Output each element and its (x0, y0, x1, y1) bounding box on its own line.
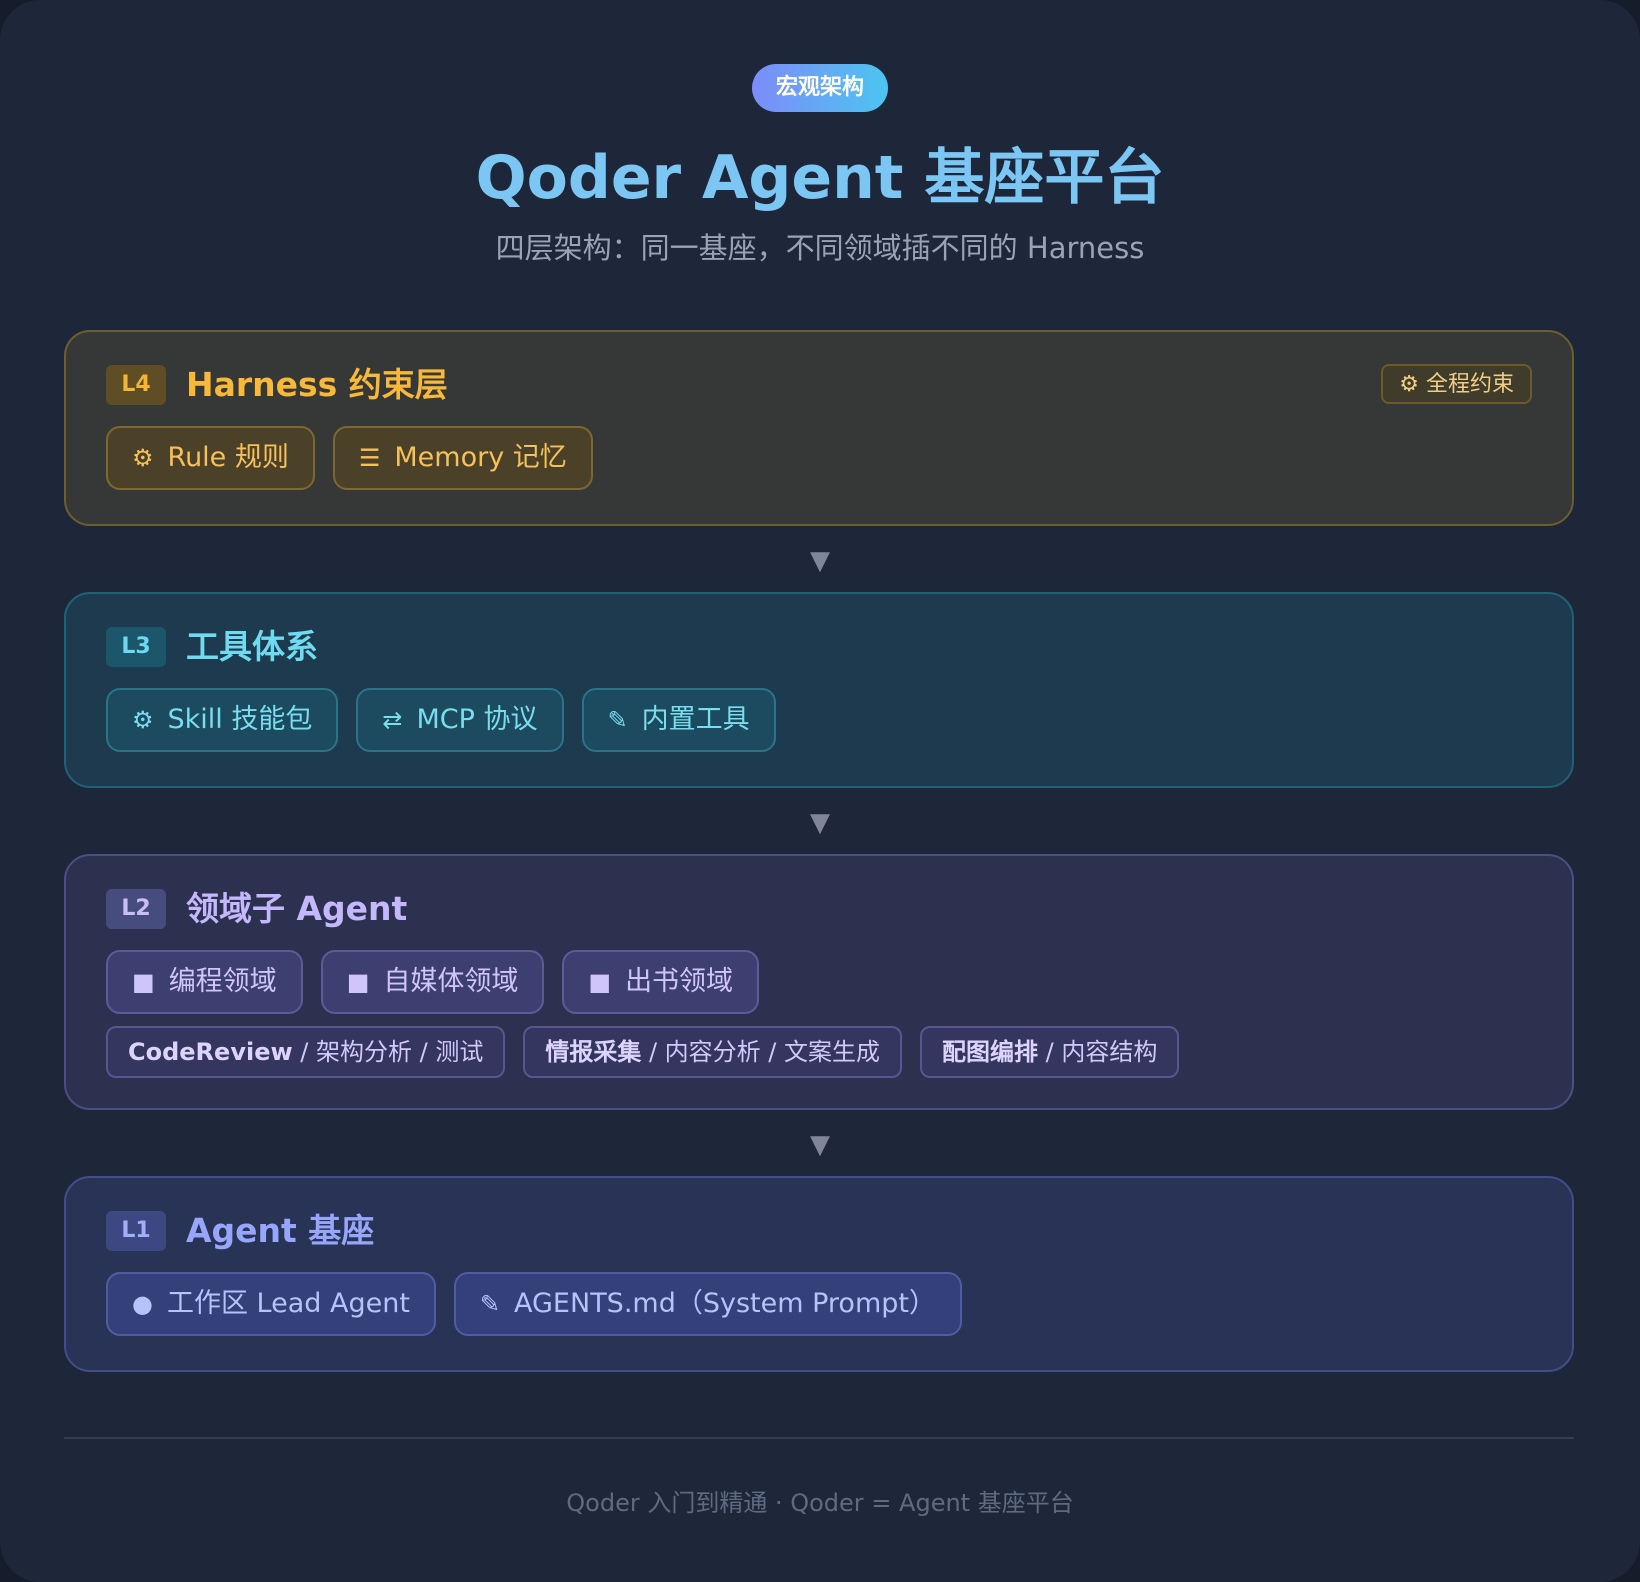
square-icon: ■ (588, 968, 612, 996)
capability-key: 配图编排 (942, 1038, 1039, 1066)
layer-items: ⚙ Rule 规则 ☰ Memory 记忆 (106, 426, 611, 490)
square-icon: ■ (346, 968, 370, 996)
capability-programming: CodeReview / 架构分析 / 测试 (106, 1026, 506, 1078)
layer-l2: L2 领域子 Agent ■ 编程领域 ■ 自媒体领域 ■ 出书领域 CodeR… (64, 854, 1574, 1110)
level-badge: L3 (106, 627, 166, 667)
chip-builtin-tools: ✎ 内置工具 (581, 688, 776, 752)
layer-items: ● 工作区 Lead Agent ✎ AGENTS.md（System Prom… (106, 1272, 980, 1336)
dot-icon: ● (132, 1290, 153, 1318)
layer-items: ■ 编程领域 ■ 自媒体领域 ■ 出书领域 (106, 950, 777, 1014)
down-arrow-icon: ▼ (810, 1130, 830, 1160)
down-arrow-icon: ▼ (810, 808, 830, 838)
chip-skill: ⚙ Skill 技能包 (106, 688, 339, 752)
gear-icon: ⚙ (132, 706, 154, 734)
chip-agents-md: ✎ AGENTS.md（System Prompt） (453, 1272, 962, 1336)
page-subtitle: 四层架构：同一基座，不同领域插不同的 Harness (495, 231, 1145, 265)
page-title: Qoder Agent 基座平台 (475, 143, 1165, 213)
layer-title: 工具体系 (186, 627, 318, 666)
chip-rule: ⚙ Rule 规则 (106, 426, 315, 490)
chip-label: 内置工具 (641, 704, 750, 735)
chip-media-domain: ■ 自媒体领域 (320, 950, 545, 1014)
capability-key: CodeReview (128, 1038, 293, 1066)
chip-memory: ☰ Memory 记忆 (332, 426, 593, 490)
layer-l1: L1 Agent 基座 ● 工作区 Lead Agent ✎ AGENTS.md… (64, 1176, 1574, 1372)
chip-programming-domain: ■ 编程领域 (106, 950, 303, 1014)
level-badge: L1 (106, 1211, 166, 1251)
layer-title: 领域子 Agent (186, 889, 408, 928)
chip-publishing-domain: ■ 出书领域 (562, 950, 760, 1014)
capability-rest: / 内容分析 / 文案生成 (641, 1038, 881, 1066)
footer-divider (64, 1437, 1574, 1439)
chip-label: 出书领域 (625, 966, 734, 997)
layer-header: L3 工具体系 (106, 626, 318, 668)
square-icon: ■ (132, 968, 155, 996)
layer-header: L1 Agent 基座 (106, 1210, 374, 1252)
layer-header: L2 领域子 Agent (106, 888, 407, 930)
list-icon: ☰ (358, 444, 381, 472)
chip-label: Memory 记忆 (394, 442, 567, 473)
capability-rest: / 架构分析 / 测试 (292, 1038, 484, 1066)
constraint-tag: ⚙ 全程约束 (1381, 364, 1532, 404)
layer-l4: L4 Harness 约束层 ⚙ 全程约束 ⚙ Rule 规则 ☰ Memory… (64, 330, 1574, 526)
pencil-icon: ✎ (479, 1290, 501, 1318)
layer-l3: L3 工具体系 ⚙ Skill 技能包 ⇄ MCP 协议 ✎ 内置工具 (64, 592, 1574, 788)
chip-label: MCP 协议 (416, 704, 538, 735)
chip-label: Rule 规则 (167, 442, 289, 473)
chip-mcp: ⇄ MCP 协议 (356, 688, 564, 752)
domain-capabilities: CodeReview / 架构分析 / 测试 情报采集 / 内容分析 / 文案生… (106, 1026, 1197, 1078)
chip-label: 自媒体领域 (383, 966, 519, 997)
exchange-icon: ⇄ (382, 706, 403, 734)
capability-media: 情报采集 / 内容分析 / 文案生成 (523, 1026, 903, 1078)
badge-row: 宏观架构 (0, 64, 1640, 112)
layer-title: Harness 约束层 (186, 365, 448, 404)
layer-items: ⚙ Skill 技能包 ⇄ MCP 协议 ✎ 内置工具 (106, 688, 794, 752)
chip-label: Skill 技能包 (167, 704, 313, 735)
down-arrow-icon: ▼ (810, 546, 830, 576)
capability-rest: / 内容结构 (1038, 1038, 1158, 1066)
footer-text: Qoder 入门到精通 · Qoder = Agent 基座平台 (566, 1489, 1074, 1517)
layer-title: Agent 基座 (186, 1211, 375, 1250)
chip-label: AGENTS.md（System Prompt） (514, 1288, 936, 1319)
gear-icon: ⚙ (132, 444, 154, 472)
section-badge: 宏观架构 (751, 64, 888, 112)
layer-header: L4 Harness 约束层 (106, 364, 448, 406)
level-badge: L2 (106, 889, 166, 929)
chip-label: 工作区 Lead Agent (166, 1288, 410, 1319)
chip-label: 编程领域 (168, 966, 277, 997)
pencil-icon: ✎ (607, 706, 628, 734)
capability-publishing: 配图编排 / 内容结构 (920, 1026, 1180, 1078)
chip-lead-agent: ● 工作区 Lead Agent (106, 1272, 436, 1336)
level-badge: L4 (106, 365, 166, 405)
capability-key: 情报采集 (545, 1038, 642, 1066)
